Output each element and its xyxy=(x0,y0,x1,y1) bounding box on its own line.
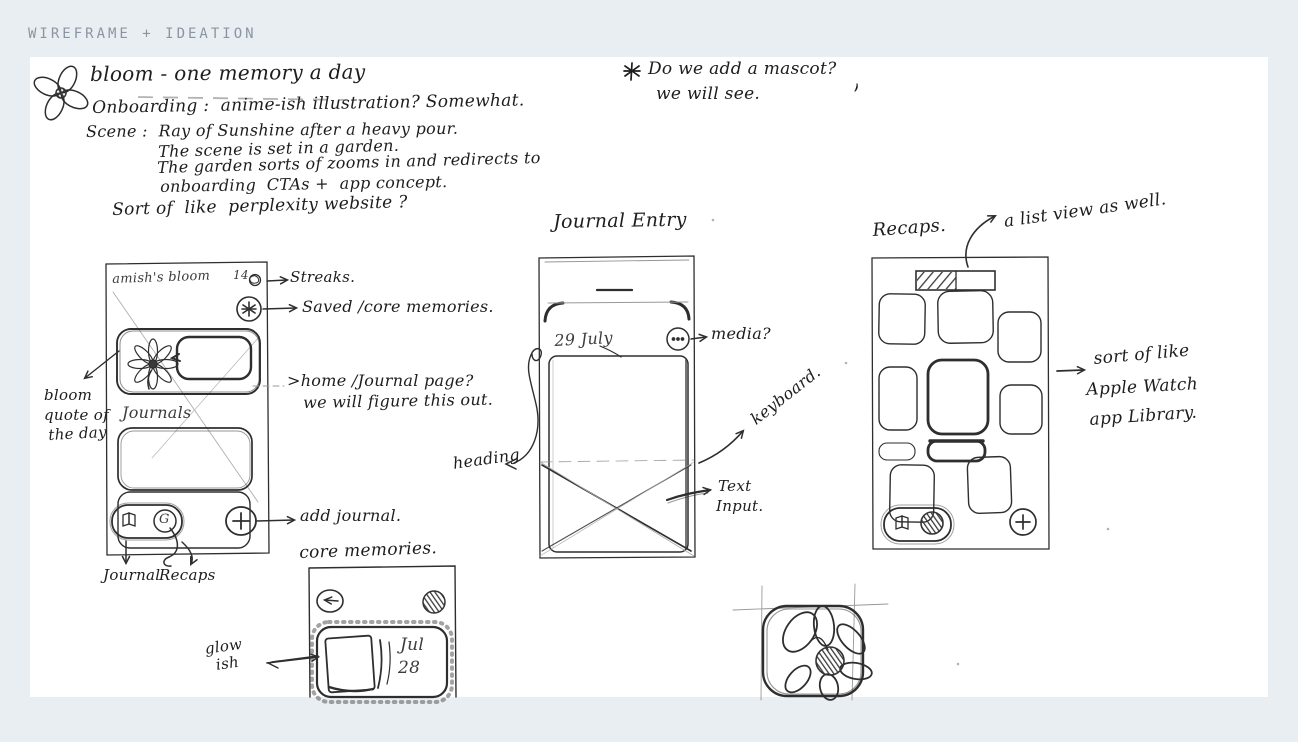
sketch-canvas xyxy=(30,57,1268,697)
page-title: WIREFRAME + IDEATION xyxy=(28,26,257,42)
